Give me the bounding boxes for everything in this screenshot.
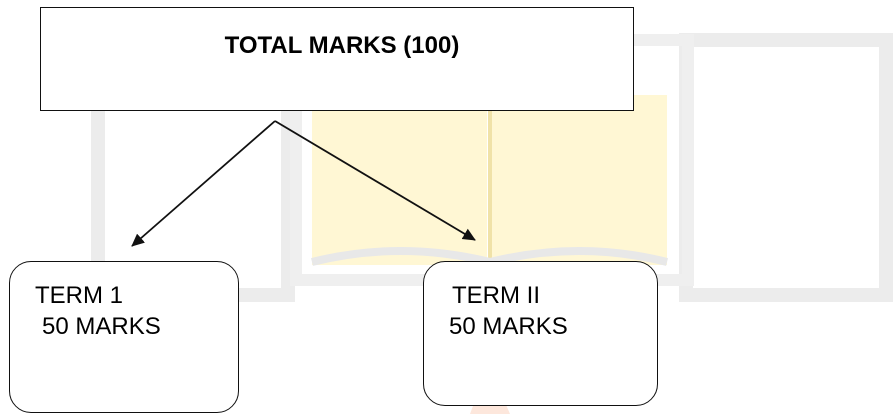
watermark-book-right-page (492, 95, 667, 265)
total-marks-title: TOTAL MARKS (100) (224, 32, 460, 59)
term-1-box: TERM 1 50 MARKS (9, 261, 239, 413)
total-marks-box: TOTAL MARKS (100) (40, 7, 634, 111)
term-2-box: TERM II 50 MARKS (423, 261, 658, 406)
term-2-label: TERM II (452, 282, 540, 309)
arrow-to-term-1 (131, 120, 276, 247)
arrow-to-term-2 (274, 120, 476, 241)
term-1-marks: 50 MARKS (42, 313, 161, 340)
term-2-marks: 50 MARKS (449, 313, 568, 340)
watermark-book-left-page (312, 95, 487, 265)
term-1-label: TERM 1 (35, 282, 124, 309)
